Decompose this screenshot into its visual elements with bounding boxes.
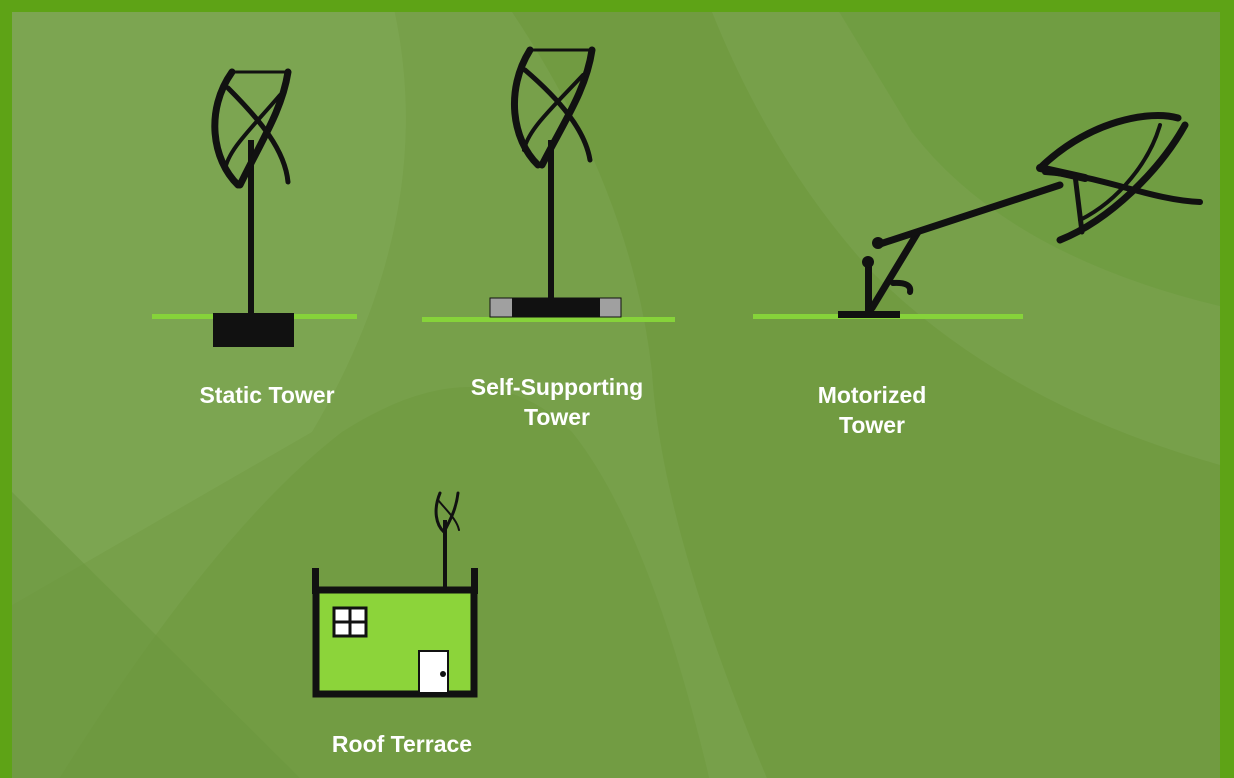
label-roof-terrace: Roof Terrace [302, 729, 502, 759]
background-art [12, 12, 1220, 778]
label-line1: Motorized [817, 382, 927, 408]
label-line1: Static Tower [199, 382, 335, 408]
label-line1: Roof Terrace [331, 731, 473, 757]
label-line2: Tower [523, 404, 591, 430]
label-motorized-tower: Motorized Tower [772, 380, 972, 440]
label-line2: Tower [838, 412, 906, 438]
label-self-supporting-tower: Self-Supporting Tower [442, 372, 672, 432]
label-static-tower: Static Tower [162, 380, 372, 410]
label-line1: Self-Supporting [470, 374, 644, 400]
